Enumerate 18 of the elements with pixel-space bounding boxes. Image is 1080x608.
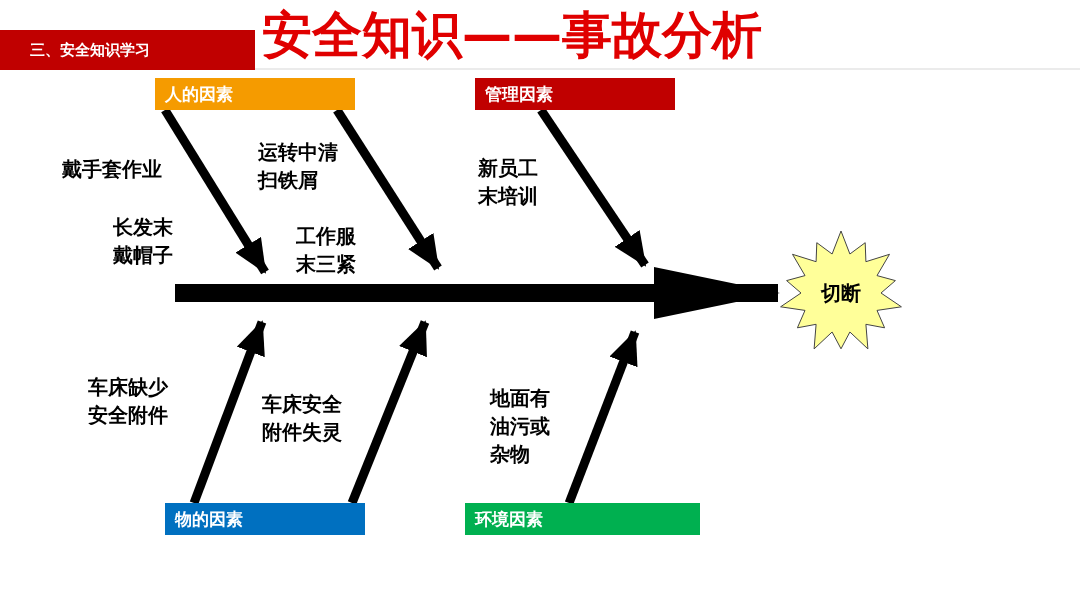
cause-label: 车床安全附件失灵 <box>262 391 343 446</box>
cause-label: 地面有油污或杂物 <box>490 385 551 468</box>
arrow <box>347 320 430 505</box>
cause-label: 长发末戴帽子 <box>113 214 174 269</box>
cause-label: 戴手套作业 <box>62 156 163 183</box>
category-box: 人的因素 <box>155 78 355 110</box>
title: 安全知识——事故分析 <box>262 5 762 66</box>
arrow <box>189 320 267 505</box>
category-box: 环境因素 <box>465 503 700 535</box>
cause-label: 新员工末培训 <box>478 155 539 210</box>
cause-label: 车床缺少安全附件 <box>88 374 169 429</box>
cause-label: 运转中清扫铁屑 <box>258 139 339 194</box>
category-box: 管理因素 <box>475 78 675 110</box>
section-bar: 三、安全知识学习 <box>0 30 255 70</box>
cause-label: 工作服末三紧 <box>296 223 357 278</box>
spine-arrow <box>175 267 780 319</box>
arrow <box>564 330 640 505</box>
category-box: 物的因素 <box>165 503 365 535</box>
